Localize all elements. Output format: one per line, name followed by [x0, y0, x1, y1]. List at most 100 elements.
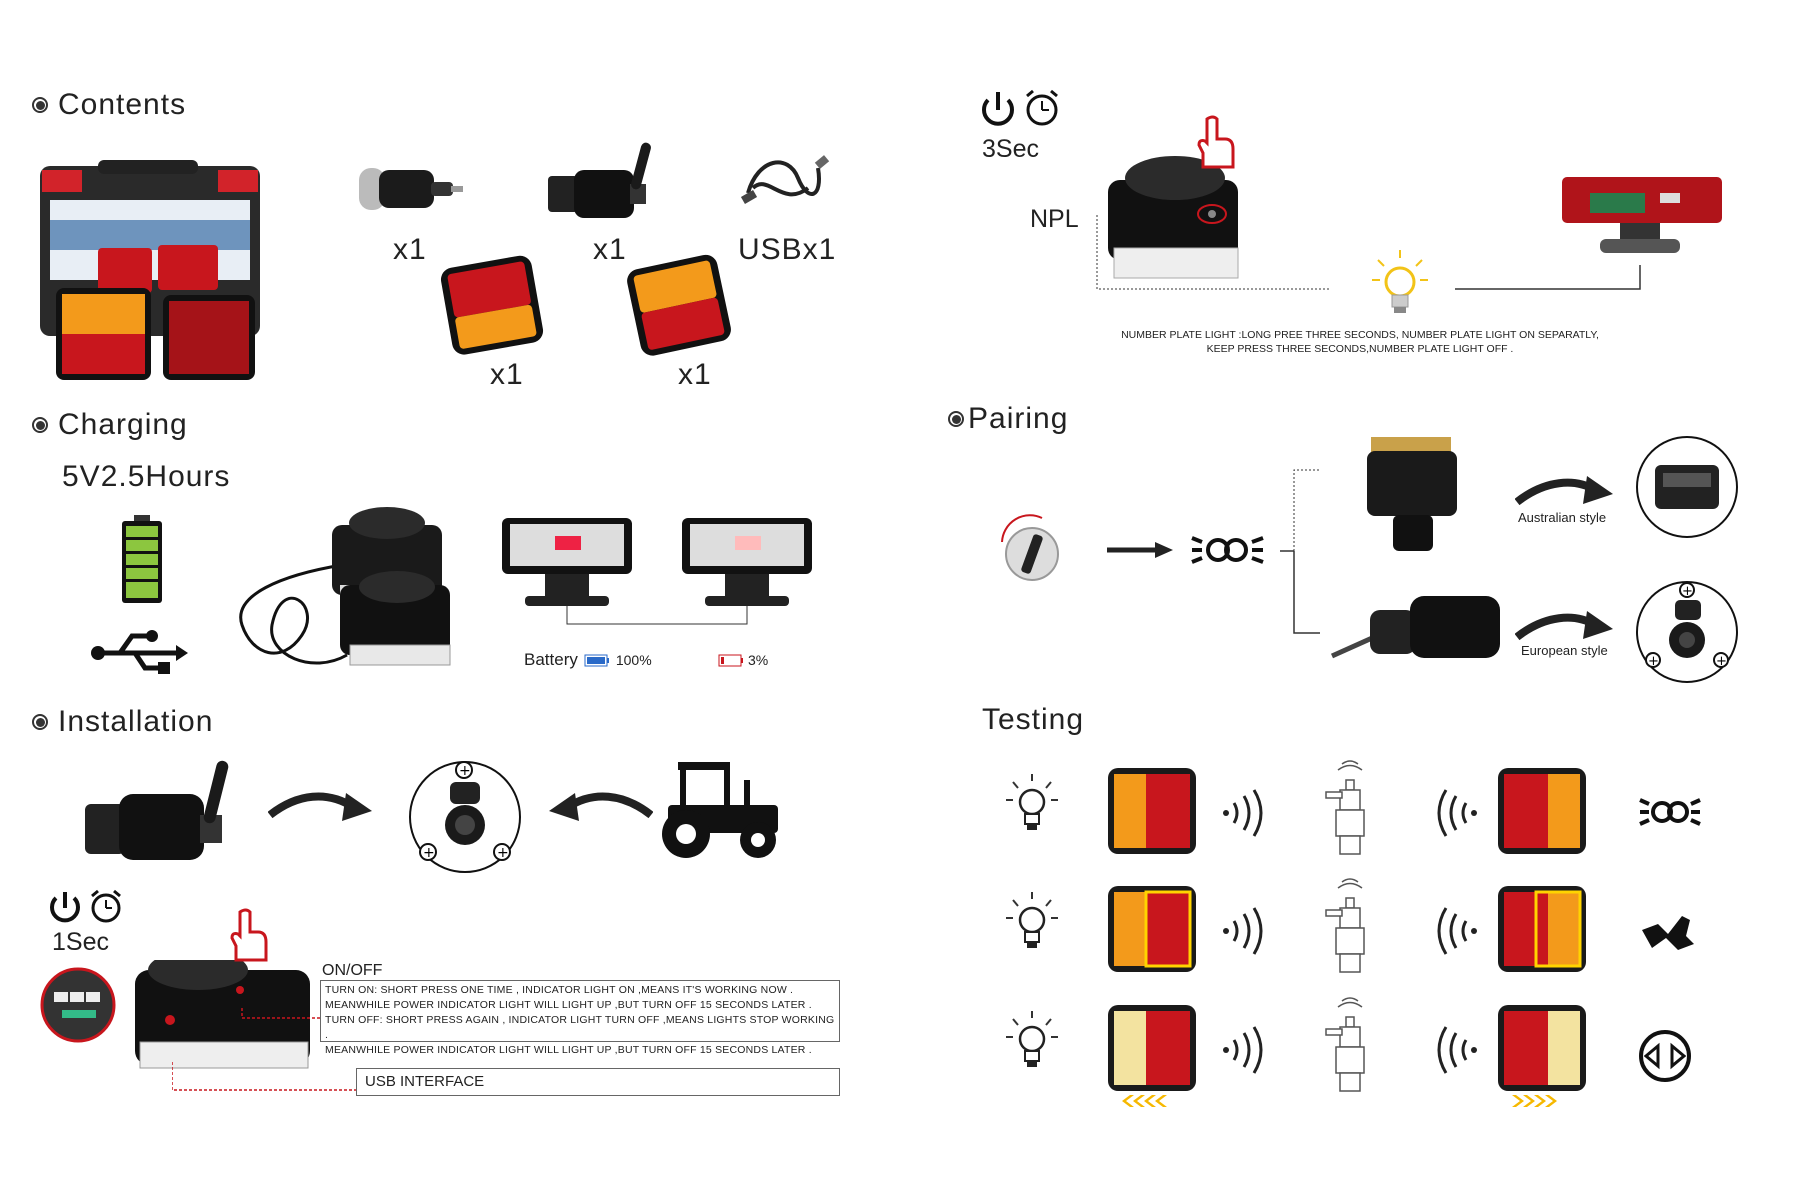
- tail-light-left: [1100, 878, 1204, 982]
- npl-light-image: [1562, 177, 1722, 253]
- tail-light-right: [1490, 878, 1594, 982]
- npl-transmitter-image: [1108, 156, 1239, 279]
- onoff-line: TURN ON: SHORT PRESS ONE TIME , INDICATO…: [325, 984, 794, 996]
- transmitter-plug-icon: [1320, 995, 1380, 1095]
- light-bulb-icon: [1004, 890, 1060, 956]
- battery-icon: [122, 515, 162, 603]
- signal-in-icon: [1430, 788, 1480, 838]
- signal-out-icon: [1223, 907, 1263, 955]
- light-bulb-icon: [1006, 892, 1058, 948]
- arrow-right-icon: [1107, 542, 1173, 558]
- svg-text:+: +: [1648, 654, 1659, 669]
- installation-heading: Installation: [32, 705, 213, 739]
- onoff-instructions: TURN ON: SHORT PRESS ONE TIME , INDICATO…: [320, 980, 840, 1056]
- bullet-icon: [32, 417, 48, 433]
- charging-heading: Charging: [32, 408, 188, 442]
- signal-out-icon: [1223, 789, 1263, 837]
- lights-icon: [1638, 792, 1702, 832]
- carry-case-image: [40, 160, 260, 380]
- power-timer-icon: [50, 889, 121, 923]
- charging-spec: 5V2.5Hours: [62, 460, 231, 493]
- tractor-icon: [662, 762, 778, 858]
- indicator-left-arrows: [1122, 1095, 1167, 1107]
- svg-text:+: +: [497, 845, 509, 861]
- battery-full-percent: 100%: [615, 652, 652, 668]
- npl-connector-lines: [1096, 215, 1641, 290]
- usb-quantity: USBx1: [738, 233, 837, 266]
- signal-in-icon: [1437, 789, 1477, 837]
- charging-title: Charging: [58, 408, 188, 441]
- install-transmitter-image: [85, 760, 229, 860]
- light-bulb-icon: [1006, 1011, 1058, 1067]
- usb-cable-image: [740, 155, 830, 204]
- install-hold-time: 1Sec: [52, 928, 109, 956]
- press-finger-icon: [1197, 115, 1235, 169]
- indicator-right-arrows: [1512, 1095, 1557, 1107]
- signal-in-icon: [1437, 907, 1477, 955]
- install-leader-lines: [172, 1008, 357, 1091]
- transmitter-plug-image: [548, 142, 651, 218]
- charging-lights-image: [502, 518, 812, 625]
- onoff-line: MEANWHILE POWER INDICATOR LIGHT WILL LIG…: [325, 1044, 812, 1056]
- transmitter-plug-icon: [1325, 997, 1365, 1092]
- tail-light-left: [1108, 1005, 1196, 1091]
- signal-out-icon: [1220, 1025, 1270, 1075]
- bullet-icon: [32, 714, 48, 730]
- lights-icon: [1191, 536, 1264, 564]
- transmitter-button-image: [40, 960, 310, 1069]
- arrow-right-icon: [268, 792, 372, 821]
- npl-label: NPL: [1030, 205, 1079, 233]
- npl-note-line: KEEP PRESS THREE SECONDS,NUMBER PLATE LI…: [1206, 343, 1514, 355]
- ignition-key-icon: [1001, 514, 1059, 581]
- arrow-right-icon: [1515, 611, 1613, 641]
- usb-symbol-icon: [91, 630, 188, 674]
- tail-light-right: [1498, 1005, 1586, 1091]
- svg-text:+: +: [1682, 584, 1693, 599]
- battery-low-indicator: 3%: [718, 652, 768, 668]
- press-finger-icon: [230, 908, 268, 962]
- tail-light-left: [1100, 760, 1204, 864]
- onoff-line: MEANWHILE POWER INDICATOR LIGHT WILL LIG…: [325, 999, 812, 1011]
- brake-icon: [1642, 916, 1694, 950]
- svg-text:+: +: [423, 845, 435, 861]
- hazard-icon: [1638, 1029, 1692, 1083]
- adapter-quantity: x1: [593, 233, 627, 266]
- bullet-icon: [948, 411, 964, 427]
- european-plug-image: [1330, 596, 1500, 659]
- signal-in-icon: [1430, 906, 1480, 956]
- lights-icon: [1639, 798, 1701, 826]
- transmitter-plug-icon: [1325, 878, 1365, 973]
- battery-low-percent: 3%: [748, 652, 769, 668]
- bullet-icon: [32, 97, 48, 113]
- tail-light-left: [1100, 997, 1204, 1101]
- npl-note-line: NUMBER PLATE LIGHT :LONG PREE THREE SECO…: [1121, 329, 1599, 341]
- brake-icon: [1638, 910, 1698, 954]
- light-bulb-icon: [1372, 250, 1428, 313]
- onoff-label: ON/OFF: [322, 962, 383, 979]
- testing-title: Testing: [982, 703, 1085, 736]
- charging-transmitters-image: [239, 507, 451, 666]
- hazard-icon: [1639, 1030, 1691, 1082]
- transmitter-plug-icon: [1320, 758, 1380, 858]
- socket-diagram-icon: + + +: [409, 761, 521, 873]
- tail-light-right: [1490, 997, 1594, 1101]
- european-style-label: European style: [1521, 643, 1608, 658]
- power-timer-icon: [982, 89, 1058, 126]
- australian-socket-icon: [1636, 436, 1738, 538]
- contents-heading: Contents: [32, 88, 186, 122]
- signal-in-icon: [1430, 1025, 1480, 1075]
- australian-style-label: Australian style: [1518, 510, 1607, 525]
- light-bulb-icon: [1004, 1009, 1060, 1075]
- tail-light-right: [1498, 886, 1586, 972]
- plug-quantity: x1: [393, 233, 427, 266]
- battery-full-indicator: Battery 100%: [524, 650, 652, 670]
- transmitter-plug-icon: [1320, 876, 1380, 976]
- light-bulb-icon: [1006, 774, 1058, 830]
- signal-out-icon: [1223, 1026, 1263, 1074]
- transmitter-plug-icon: [1325, 760, 1365, 855]
- svg-text:+: +: [459, 763, 471, 779]
- npl-hold-time: 3Sec: [982, 135, 1039, 163]
- tail-light-right: [1498, 768, 1586, 854]
- battery-low-icon: [718, 654, 743, 666]
- tail-light-left-image: [440, 255, 544, 355]
